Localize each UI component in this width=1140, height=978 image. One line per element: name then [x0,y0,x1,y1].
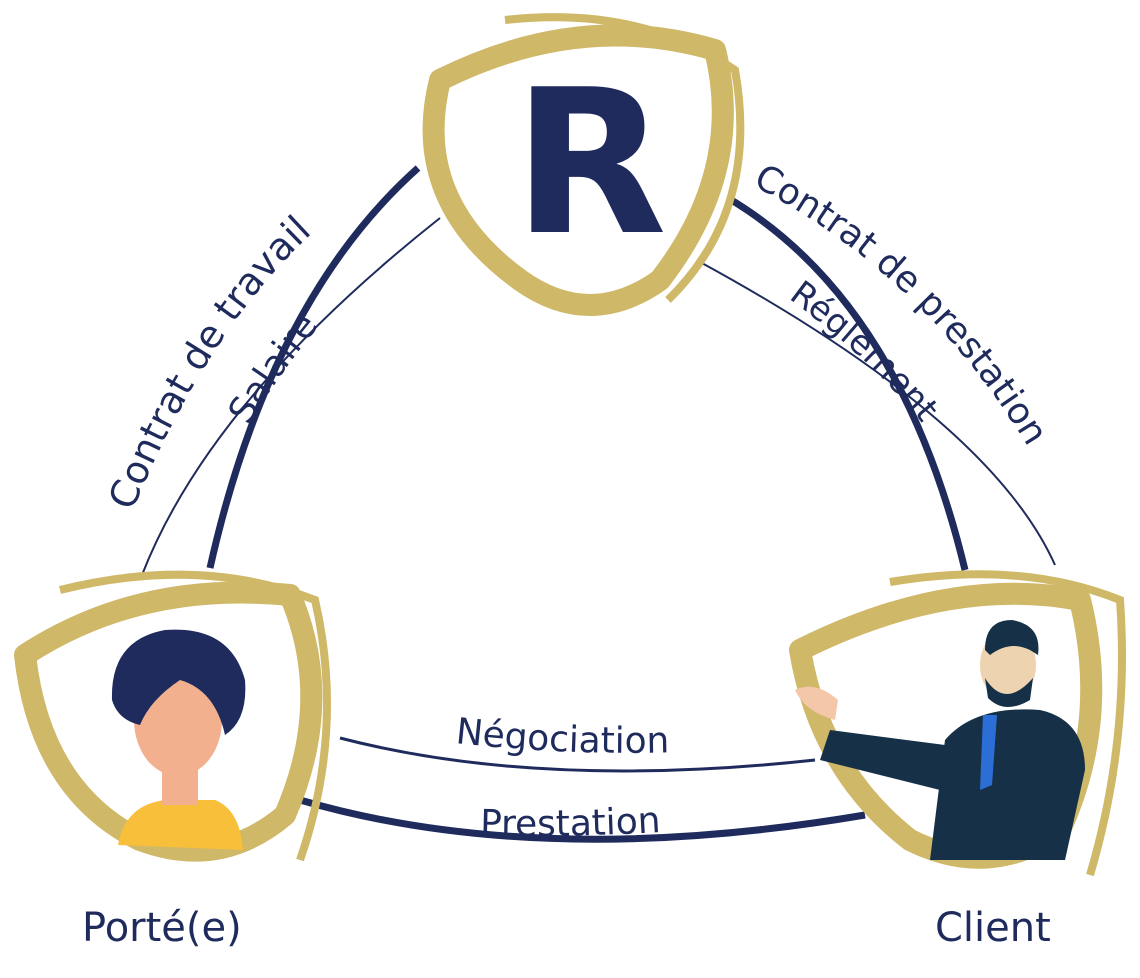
right-thick-line [726,194,969,571]
bottom-bottom-label: Prestation [480,800,662,845]
left-thick-line [206,165,421,569]
bottom-thick-line [299,796,866,843]
client-avatar [795,620,1085,860]
porte-avatar [111,629,246,850]
porte-frame-accent [59,570,331,862]
right-thin-line [699,261,1056,566]
left-thin-line [141,217,441,576]
logo-frame [422,24,734,316]
porte-label: Porté(e) [82,905,242,951]
logo-frame-accent [504,13,745,303]
bottom-thin-line [339,736,816,773]
logo-letter: R [513,47,667,280]
client-label: Client [935,905,1051,951]
logo-node: R [422,13,745,316]
porte-node [14,570,331,862]
client-node [789,570,1126,877]
connector-lines [141,165,1056,843]
client-frame-accent [889,570,1126,877]
bottom-top-label: Négociation [454,711,670,762]
